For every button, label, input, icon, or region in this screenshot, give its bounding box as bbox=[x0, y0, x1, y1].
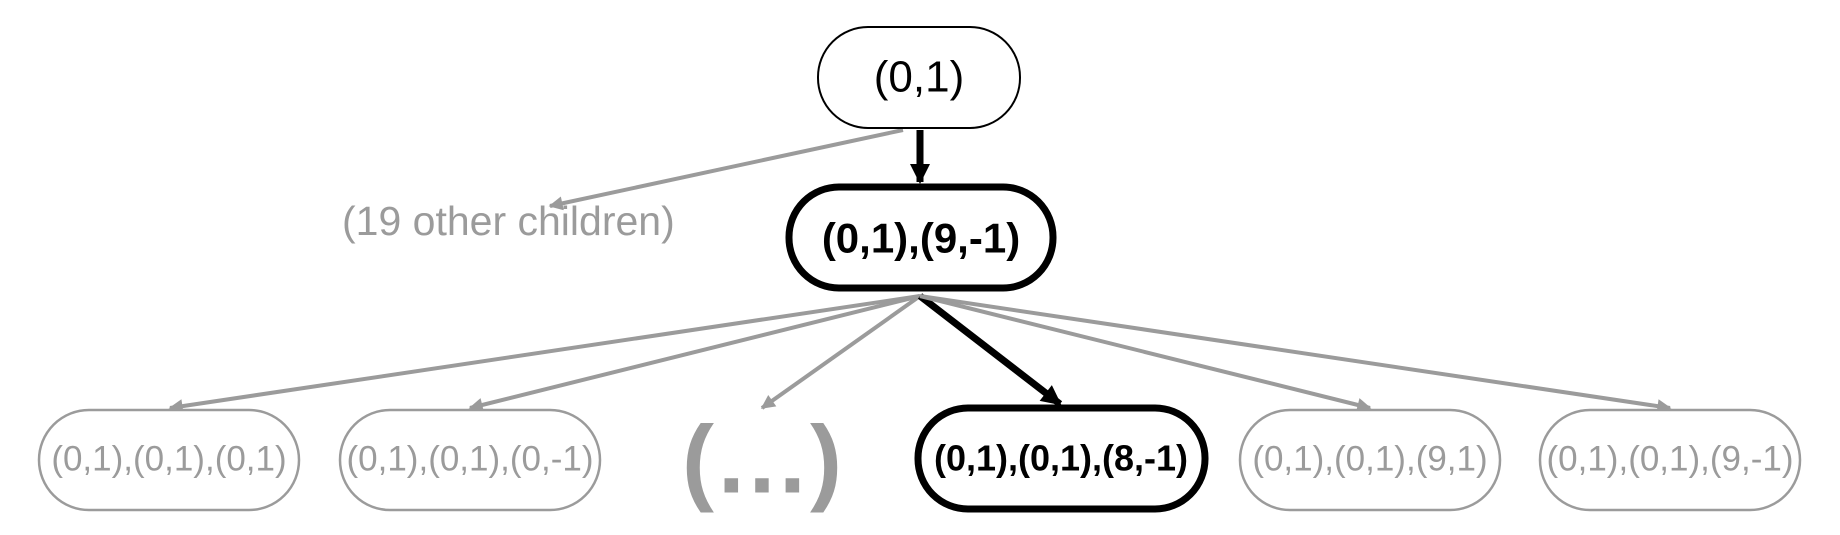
leaf-node-6: (0,1),(0,1),(9,-1) bbox=[1538, 408, 1802, 512]
leaf-node-1: (0,1),(0,1),(0,1) bbox=[37, 408, 301, 512]
leaf-node-5: (0,1),(0,1),(9,1) bbox=[1238, 408, 1502, 512]
leaf-node-5-label: (0,1),(0,1),(9,1) bbox=[1252, 440, 1487, 479]
leaf-node-2: (0,1),(0,1),(0,-1) bbox=[338, 408, 602, 512]
other-children-note: (19 other children) bbox=[342, 198, 675, 244]
level1-node: (0,1),(9,-1) bbox=[785, 183, 1057, 292]
edge-level1-to-selected-leaf bbox=[917, 293, 1063, 407]
level1-node-label: (0,1),(9,-1) bbox=[822, 215, 1020, 262]
edge-root-to-other-children bbox=[548, 128, 904, 211]
root-node: (0,1) bbox=[817, 26, 1021, 129]
edge-level1-to-leaf-1 bbox=[168, 294, 921, 414]
leaf-node-1-label: (0,1),(0,1),(0,1) bbox=[51, 440, 286, 479]
edge-level1-to-leaf-5 bbox=[919, 294, 1372, 412]
edge-level1-to-ellipsis bbox=[760, 294, 922, 410]
leaf-node-6-label: (0,1),(0,1),(9,-1) bbox=[1547, 440, 1794, 479]
leaf-node-selected-label: (0,1),(0,1),(8,-1) bbox=[934, 438, 1188, 479]
edges bbox=[168, 128, 1672, 414]
edge-level1-to-leaf-2 bbox=[468, 294, 921, 412]
edge-level1-to-leaf-6 bbox=[919, 294, 1672, 414]
ellipsis-placeholder: (…) bbox=[682, 407, 842, 514]
leaf-node-2-label: (0,1),(0,1),(0,-1) bbox=[347, 440, 594, 479]
leaf-node-selected: (0,1),(0,1),(8,-1) bbox=[914, 404, 1209, 513]
root-node-label: (0,1) bbox=[874, 53, 964, 102]
